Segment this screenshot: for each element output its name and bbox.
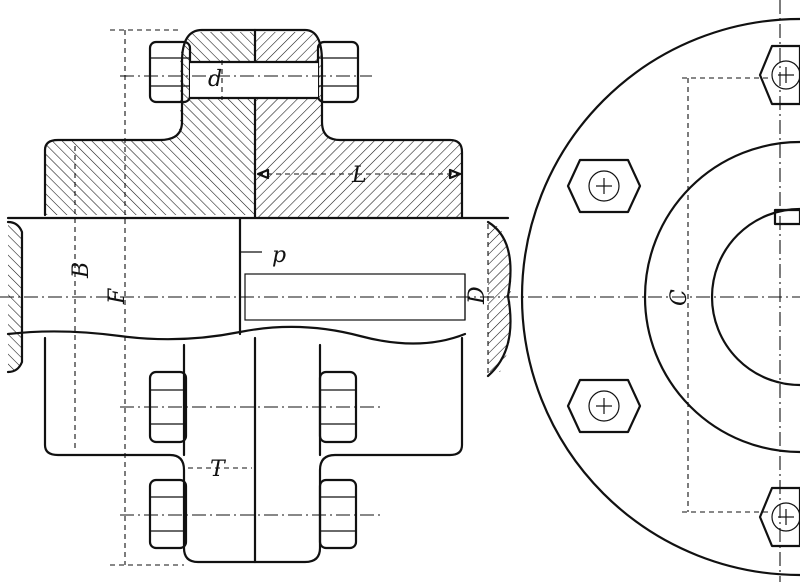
dimension-T: T (188, 457, 252, 482)
bolt-head-bottom (758, 486, 800, 548)
upper-bolt (120, 40, 372, 104)
dimension-C: C (667, 77, 770, 513)
dimension-D: D (465, 224, 490, 374)
label-T: T (210, 457, 227, 482)
lower-bolt-lower (120, 478, 380, 550)
bolt-head-lower (566, 378, 642, 434)
label-B: B (69, 262, 94, 279)
lower-flange (43, 336, 464, 564)
hub-circle (643, 140, 800, 454)
bolt-head-upper (566, 158, 642, 214)
label-D: D (465, 286, 490, 305)
label-L: L (351, 163, 367, 188)
dimension-p: p (240, 243, 286, 268)
dimension-L: L (256, 163, 462, 188)
flange-outer-circle (520, 17, 800, 577)
dimension-F: F (105, 29, 184, 566)
sectional-elevation: d L (0, 28, 800, 566)
label-F: F (105, 288, 130, 305)
lower-bolt-upper (120, 370, 380, 444)
dimension-B: B (69, 146, 94, 448)
label-C: C (667, 289, 692, 306)
upper-flange-section (43, 28, 464, 220)
bore-circle (710, 207, 800, 387)
label-p: p (272, 243, 286, 268)
bolt-head-top (758, 44, 800, 106)
end-view: C (520, 0, 800, 582)
label-d: d (208, 67, 222, 92)
shaft (6, 216, 512, 378)
dimension-d: d (208, 60, 223, 100)
